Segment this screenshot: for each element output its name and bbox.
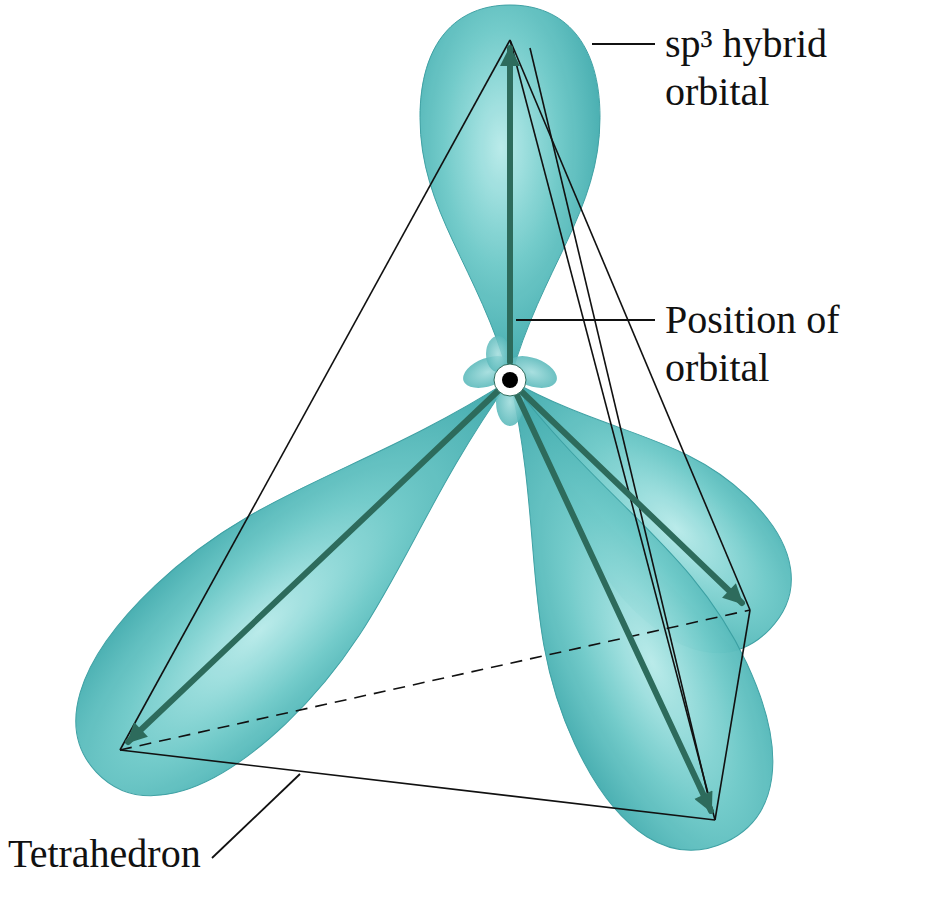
leader-lines [212, 44, 655, 858]
sp3-lobe [424, 340, 812, 883]
figure-label: Position of orbital [665, 296, 885, 392]
label-box: Position of orbital [665, 296, 885, 392]
figure-label: sp³ hybrid orbital [665, 20, 885, 116]
nucleus [494, 364, 526, 396]
orbital-axes [128, 48, 742, 811]
label-box: Tetrahedron [8, 830, 268, 878]
label-box: sp³ hybrid orbital [665, 20, 885, 116]
sp3-lobe [31, 311, 575, 841]
figure-label: Tetrahedron [8, 830, 268, 878]
tetrahedron-edges [120, 40, 750, 820]
orbital-lobes [31, 5, 825, 882]
sp3-lobe [420, 5, 600, 380]
